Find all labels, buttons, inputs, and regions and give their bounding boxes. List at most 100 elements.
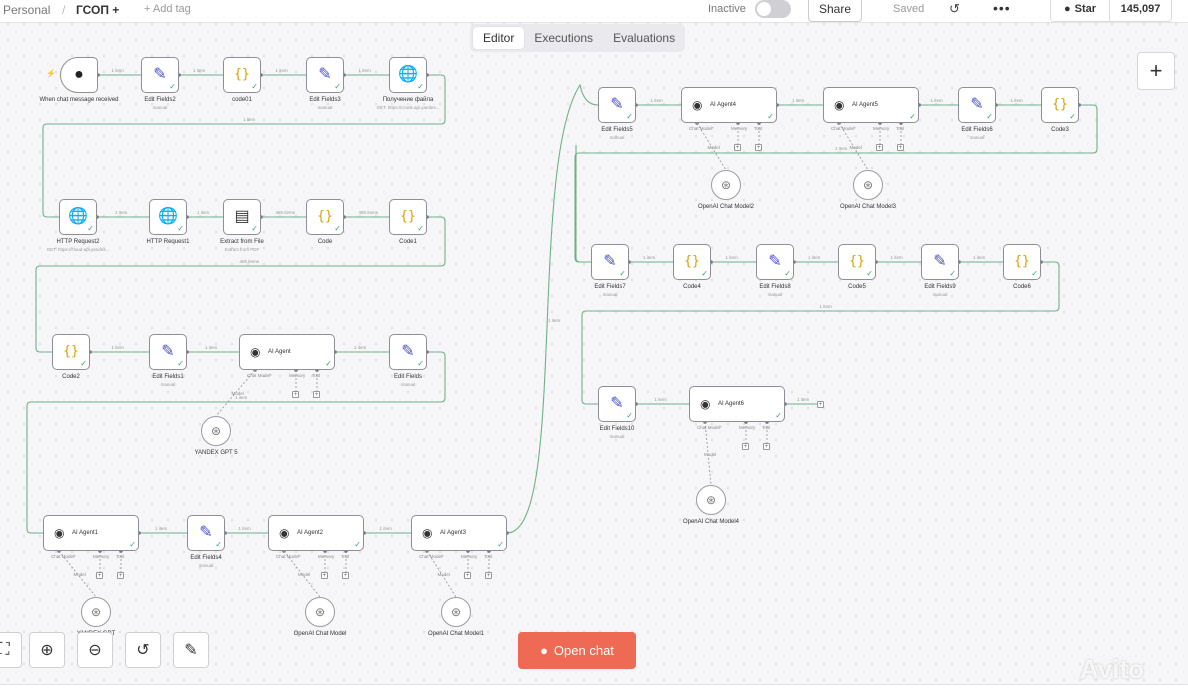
node-ef4[interactable]: ✎✓ — [187, 515, 225, 551]
node-ef1[interactable]: ✎✓ — [149, 334, 187, 370]
model-label: OpenAI Chat Model2 — [697, 204, 755, 210]
add-tool-button[interactable]: + — [755, 144, 762, 151]
add-next-node-button[interactable]: + — [817, 400, 824, 408]
node-code2[interactable]: {}✓ — [52, 334, 90, 370]
node-agent1[interactable]: ◉✓AI Agent1 — [43, 515, 139, 551]
model-connection[interactable] — [58, 550, 97, 598]
connection-agent3-ef7[interactable] — [575, 145, 591, 263]
add-tag-link[interactable]: + Add tag — [144, 3, 191, 15]
openai-icon: ⊛ — [720, 178, 732, 192]
tab-editor[interactable]: Editor — [473, 27, 525, 49]
edge-label: 1 item — [155, 526, 168, 531]
node-title: AI Agent2 — [297, 530, 324, 536]
model-node-m_a5[interactable]: ⊛ — [853, 170, 883, 200]
node-code3[interactable]: {}✓ — [1041, 87, 1079, 123]
node-agent5[interactable]: ◉✓AI Agent5 — [823, 87, 919, 123]
model-connection[interactable] — [704, 421, 712, 486]
zoom-out-button[interactable]: ⊖ — [77, 632, 113, 668]
edge-label: 1 item — [235, 395, 248, 400]
model-connection[interactable] — [283, 550, 321, 598]
node-agent4[interactable]: ◉✓AI Agent4 — [681, 87, 777, 123]
model-node-m_a6[interactable]: ⊛ — [696, 485, 726, 515]
tab-evaluations[interactable]: Evaluations — [613, 31, 676, 45]
node-code01[interactable]: {}✓ — [223, 57, 261, 93]
port-tool-label: Tool — [116, 554, 125, 559]
model-connection[interactable] — [838, 122, 869, 171]
tidy-up-button[interactable]: ✎ — [173, 632, 209, 668]
model-node-m_a4[interactable]: ⊛ — [711, 170, 741, 200]
node-code[interactable]: {}✓ — [306, 199, 344, 235]
add-memory-button[interactable]: + — [464, 572, 471, 579]
edge-label: 1 item — [354, 345, 367, 350]
connection-code3-ef7[interactable] — [574, 104, 1098, 263]
add-memory-button[interactable]: + — [876, 144, 883, 151]
more-icon[interactable]: ••• — [993, 0, 1011, 16]
model-node-m_a2[interactable]: ⊛ — [305, 597, 335, 627]
add-tool-button[interactable]: + — [485, 572, 492, 579]
node-trigger[interactable]: ● — [60, 57, 98, 93]
history-icon[interactable]: ↺ — [949, 1, 960, 16]
node-ef5[interactable]: ✎✓ — [598, 87, 636, 123]
code-braces-icon: {} — [317, 209, 333, 224]
add-memory-button[interactable]: + — [321, 572, 328, 579]
model-node-m_a1[interactable]: ⊛ — [81, 597, 111, 627]
add-memory-button[interactable]: + — [292, 391, 299, 398]
node-ef3[interactable]: ✎✓ — [306, 57, 344, 93]
node-subtitle: manual — [160, 382, 176, 387]
activation-toggle[interactable] — [755, 0, 791, 18]
open-chat-button[interactable]: ●Open chat — [518, 632, 636, 669]
model-label: OpenAI Chat Model3 — [839, 204, 897, 210]
reset-zoom-button[interactable]: ↺ — [125, 632, 161, 668]
node-http2[interactable]: 🌐✓ — [59, 199, 97, 235]
node-extract[interactable]: ▤✓ — [223, 199, 261, 235]
node-code4[interactable]: {}✓ — [673, 244, 711, 280]
model-node-m_yandex[interactable]: ⊛ — [201, 416, 231, 446]
node-agent3[interactable]: ◉✓AI Agent3 — [411, 515, 507, 551]
node-agent6[interactable]: ◉✓AI Agent6 — [689, 386, 785, 422]
add-tool-button[interactable]: + — [342, 572, 349, 579]
fit-view-button[interactable]: ⛶ — [0, 632, 22, 668]
add-memory-button[interactable]: + — [742, 443, 749, 450]
add-tool-button[interactable]: + — [313, 391, 320, 398]
node-agent2[interactable]: ◉✓AI Agent2 — [268, 515, 364, 551]
node-agent[interactable]: ◉✓AI Agent — [239, 334, 335, 370]
zoom-in-button[interactable]: ⊕ — [29, 632, 65, 668]
node-code1[interactable]: {}✓ — [389, 199, 427, 235]
node-http1[interactable]: 🌐✓ — [149, 199, 187, 235]
connection-get_file-http2[interactable] — [42, 74, 446, 218]
add-tool-button[interactable]: + — [763, 443, 770, 450]
connection-agent3-ef5[interactable] — [506, 83, 599, 534]
tab-executions[interactable]: Executions — [534, 31, 594, 45]
add-tool-button[interactable]: + — [897, 144, 904, 151]
github-star-button[interactable]: ●Star 145,097 — [1050, 0, 1172, 22]
workflow-name[interactable]: ГСОП + — [76, 3, 120, 17]
connection-ef-agent1[interactable] — [26, 351, 446, 534]
success-check-icon: ✓ — [177, 359, 184, 368]
success-check-icon: ✓ — [909, 112, 916, 121]
connection-code6-ef10[interactable] — [581, 261, 1060, 405]
share-button[interactable]: Share — [808, 0, 862, 22]
node-subtitle: manual — [400, 382, 416, 387]
model-connection[interactable] — [426, 550, 457, 598]
node-get_file[interactable]: 🌐✓ — [389, 57, 427, 93]
connection-code1-code2[interactable] — [35, 216, 446, 353]
breadcrumb[interactable]: Personal — [3, 3, 51, 17]
add-memory-button[interactable]: + — [734, 144, 741, 151]
node-ef6[interactable]: ✎✓ — [958, 87, 996, 123]
node-subtitle: manual — [609, 434, 625, 439]
node-ef[interactable]: ✎✓ — [389, 334, 427, 370]
node-code5[interactable]: {}✓ — [838, 244, 876, 280]
node-ef7[interactable]: ✎✓ — [591, 244, 629, 280]
node-ef10[interactable]: ✎✓ — [598, 386, 636, 422]
node-ef9[interactable]: ✎✓ — [921, 244, 959, 280]
add-tool-button[interactable]: + — [117, 572, 124, 579]
node-ef2[interactable]: ✎✓ — [141, 57, 179, 93]
node-code6[interactable]: {}✓ — [1003, 244, 1041, 280]
add-memory-button[interactable]: + — [96, 572, 103, 579]
node-ef8[interactable]: ✎✓ — [756, 244, 794, 280]
node-label: Edit Fields1 — [152, 374, 184, 380]
add-node-button[interactable]: + — [1137, 52, 1175, 90]
model-node-m_a3[interactable]: ⊛ — [441, 597, 471, 627]
model-connection[interactable] — [696, 122, 727, 171]
